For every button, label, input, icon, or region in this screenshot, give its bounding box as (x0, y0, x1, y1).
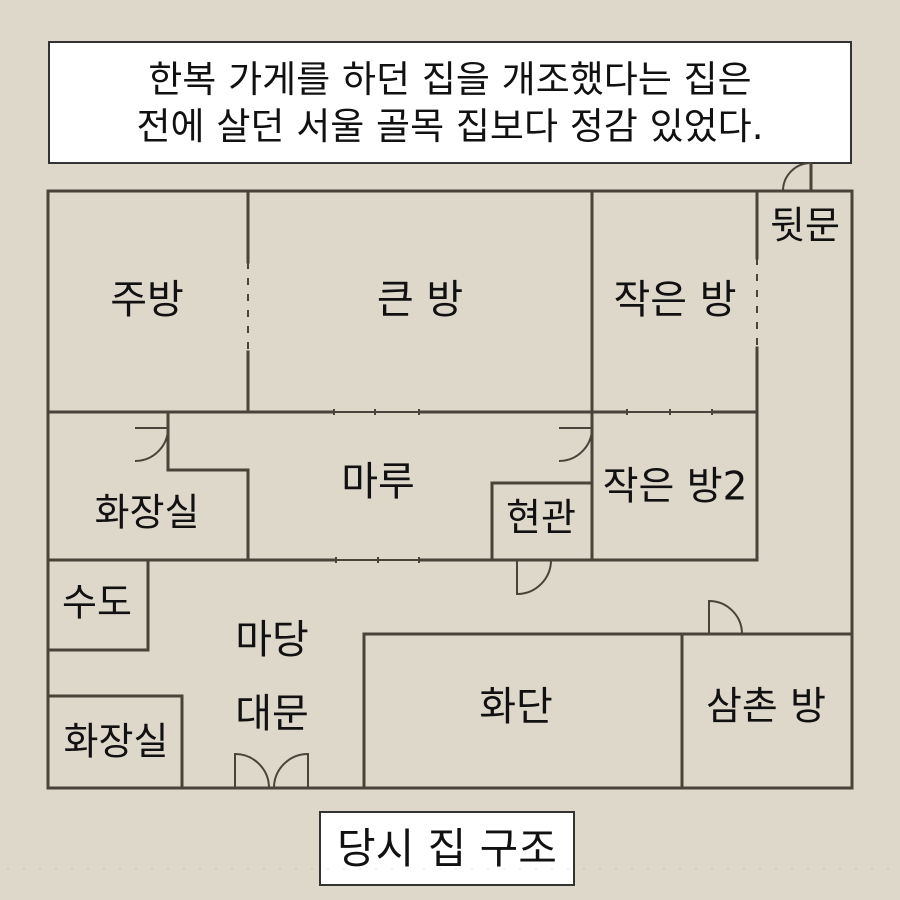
room-label-yard: 마당 (235, 617, 309, 663)
top-caption-box: 한복 가게를 하던 집을 개조했다는 집은 전에 살던 서울 골목 집보다 정감… (48, 41, 852, 164)
wall-upper-bathroom (166, 410, 250, 562)
back-door-swing (782, 162, 812, 192)
room-label-small-room-2: 작은 방2 (603, 465, 748, 510)
door-and-window-marks (134, 162, 812, 789)
room-label-big-room: 큰 방 (377, 277, 463, 323)
room-label-water: 수도 (62, 581, 132, 625)
floor-plan-walls (46, 162, 854, 790)
entrance-door-swing-lower (516, 559, 552, 596)
wall-entrance (490, 481, 594, 562)
wall-lower-bathroom (46, 694, 184, 790)
room-label-back-door: 뒷문 (770, 204, 840, 248)
room-label-kitchen: 주방 (110, 277, 184, 323)
bottom-caption-box: 당시 집 구조 (319, 811, 575, 886)
caption-line-2: 전에 살던 서울 골목 집보다 정감 있었다. (136, 104, 764, 148)
footer-label: 당시 집 구조 (337, 823, 557, 873)
caption-line-1: 한복 가게를 하던 집을 개조했다는 집은 (148, 57, 752, 101)
upper-bathroom-door-swing (134, 427, 170, 462)
room-label-bathroom-upper: 화장실 (95, 491, 200, 535)
room-label-main-gate: 대문 (235, 691, 309, 737)
main-gate-right-leaf (273, 752, 309, 789)
bottom-divider-dots (0, 868, 900, 870)
room-label-flower-bed: 화단 (479, 684, 553, 730)
room-label-small-room: 작은 방 (613, 277, 736, 323)
room-label-entrance: 현관 (506, 496, 576, 540)
outer-wall (46, 189, 854, 790)
wall-water-area (46, 558, 150, 652)
room-label-maru: 마루 (341, 459, 415, 505)
room-label-uncle-room: 삼촌 방 (706, 685, 826, 730)
room-label-bathroom-lower: 화장실 (64, 720, 169, 764)
entrance-door-swing-upper (558, 427, 594, 462)
uncle-room-door-swing (708, 599, 743, 635)
main-gate-left-leaf (234, 752, 270, 789)
